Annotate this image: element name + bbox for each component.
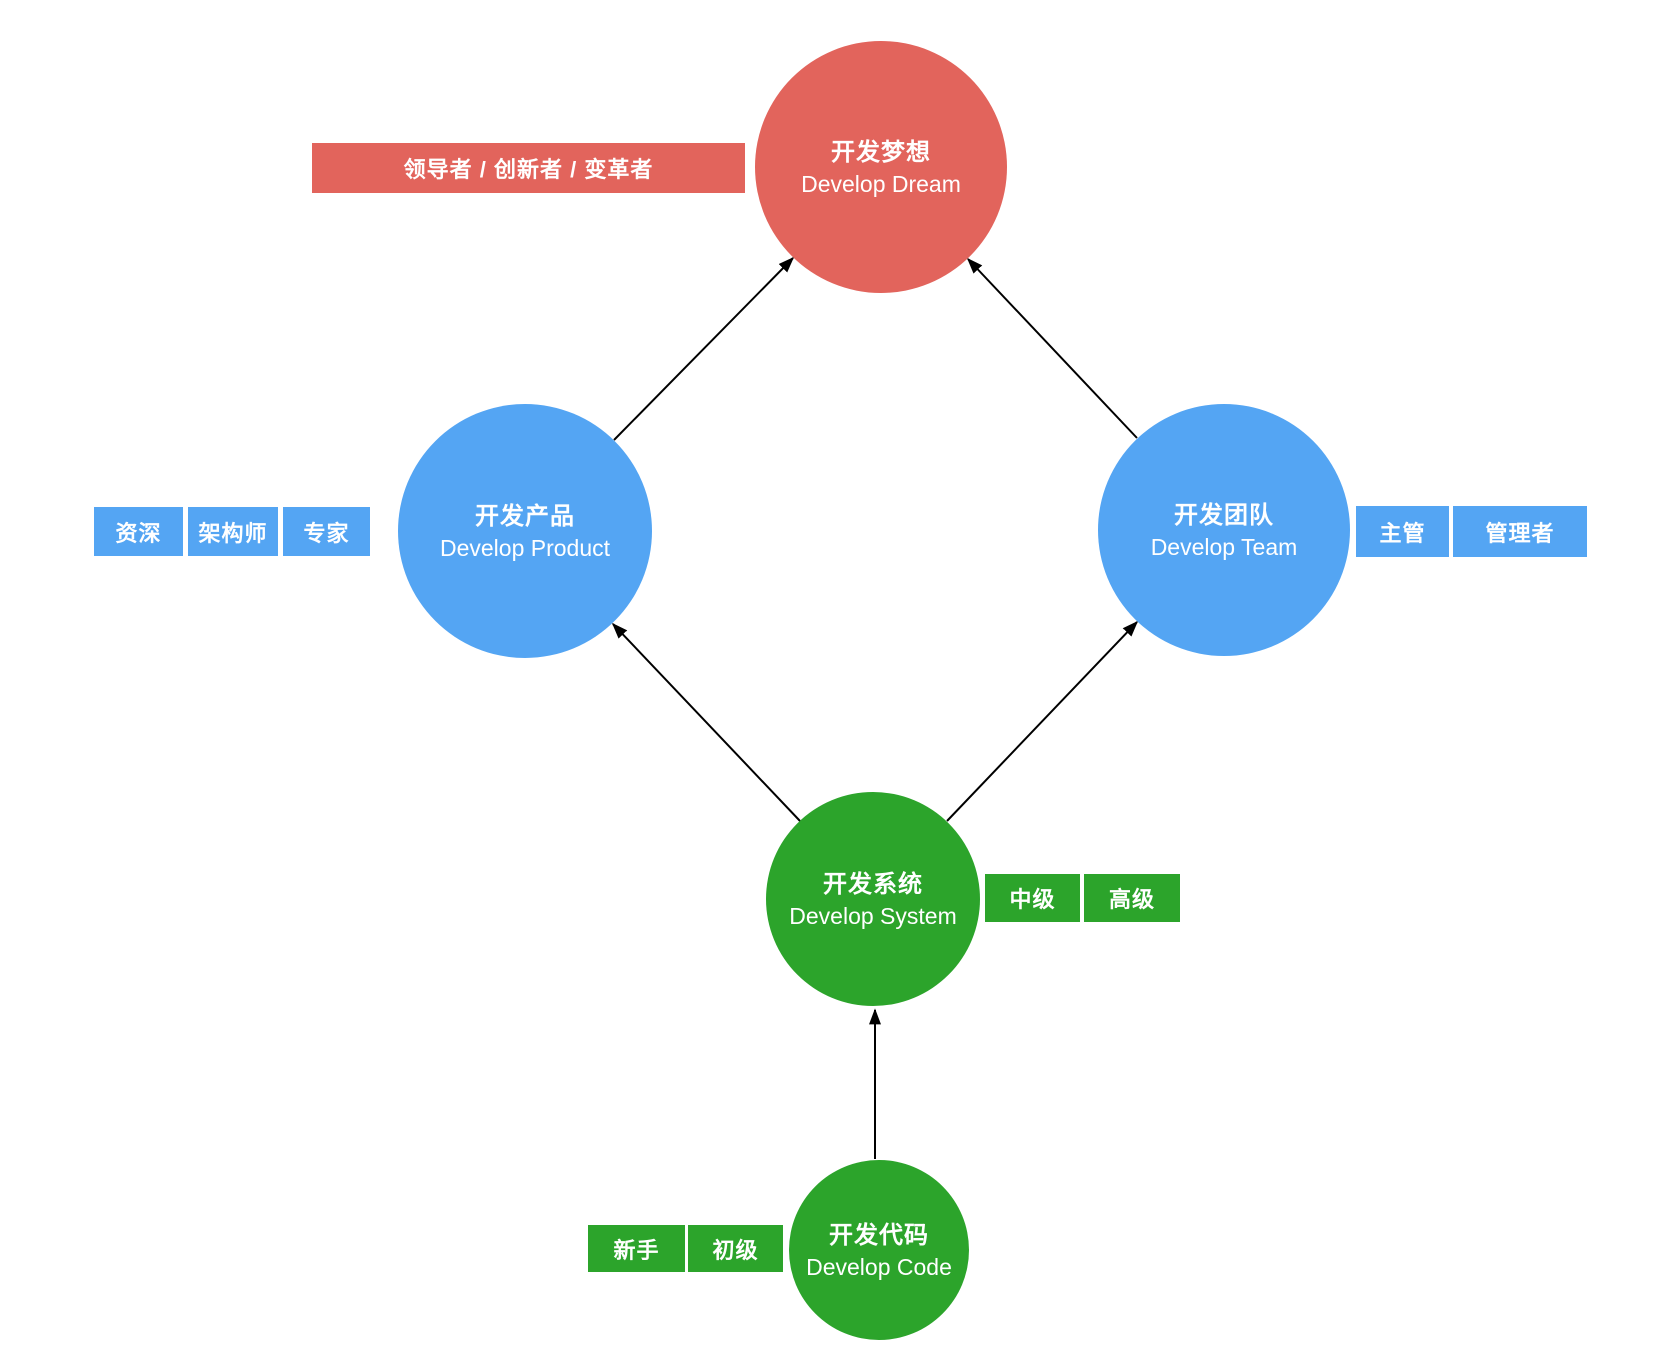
node-develop-dream-title-en: Develop Dream xyxy=(801,170,961,197)
node-develop-team-title-zh: 开发团队 xyxy=(1174,501,1274,529)
role-label-code-novice: 新手 xyxy=(588,1225,685,1272)
role-label-team-supervisor: 主管 xyxy=(1356,506,1449,557)
role-label-product-expert: 专家 xyxy=(283,507,370,556)
node-develop-code-title-zh: 开发代码 xyxy=(829,1221,929,1249)
role-label-team-manager: 管理者 xyxy=(1453,506,1587,557)
role-label-product-architect: 架构师 xyxy=(188,507,278,556)
node-develop-product-title-zh: 开发产品 xyxy=(475,502,575,530)
node-develop-code-title-en: Develop Code xyxy=(806,1253,952,1280)
arrow-system-to-team xyxy=(946,620,1139,822)
arrow-team-to-dream xyxy=(966,257,1138,439)
node-develop-system: 开发系统 Develop System xyxy=(766,792,980,1006)
role-label-product-senior: 资深 xyxy=(94,507,183,556)
arrow-system-to-product xyxy=(611,622,801,822)
role-label-system-intermediate: 中级 xyxy=(985,874,1080,922)
node-develop-code: 开发代码 Develop Code xyxy=(789,1160,969,1340)
node-develop-team-title-en: Develop Team xyxy=(1150,533,1298,560)
node-develop-system-title-en: Develop System xyxy=(789,902,957,929)
node-develop-dream: 开发梦想 Develop Dream xyxy=(755,41,1007,293)
node-develop-product: 开发产品 Develop Product xyxy=(398,404,652,658)
node-develop-dream-title-zh: 开发梦想 xyxy=(831,138,931,166)
role-label-dream-leader: 领导者 / 创新者 / 变革者 xyxy=(312,143,745,193)
arrow-product-to-dream xyxy=(613,256,795,441)
node-develop-team: 开发团队 Develop Team xyxy=(1098,404,1350,656)
node-develop-product-title-en: Develop Product xyxy=(439,534,611,561)
role-label-code-junior: 初级 xyxy=(688,1225,783,1272)
node-develop-system-title-zh: 开发系统 xyxy=(823,870,923,898)
role-label-system-advanced: 高级 xyxy=(1084,874,1180,922)
